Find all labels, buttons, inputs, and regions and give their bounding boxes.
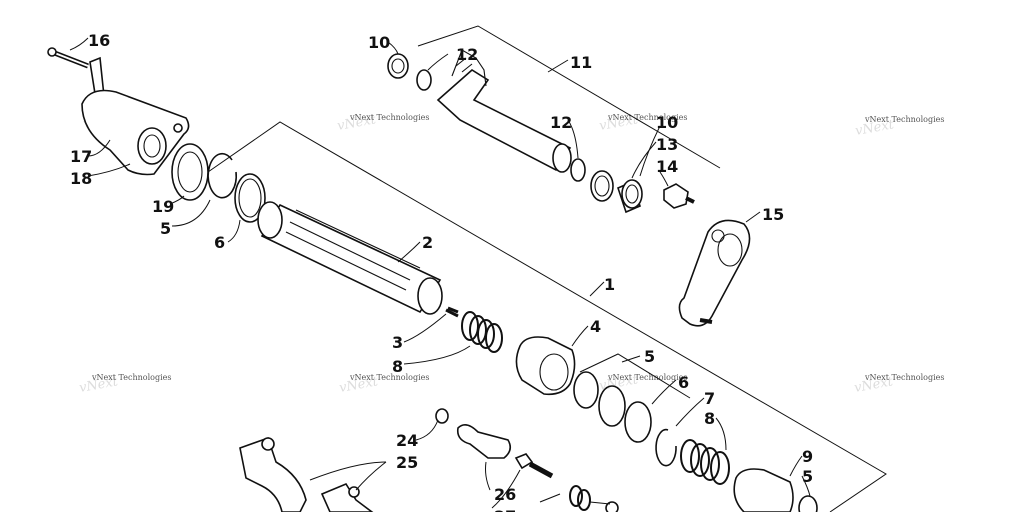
- callout-13: 13: [656, 135, 678, 154]
- callout-17: 17: [70, 147, 92, 166]
- callout-8-upper: 8: [392, 357, 403, 376]
- ring-6b: [598, 385, 626, 427]
- shift-fork-25b: [320, 483, 374, 512]
- callout-18: 18: [70, 169, 92, 188]
- stopper-arm-26: [456, 424, 512, 459]
- callout-9: 9: [802, 447, 813, 466]
- callout-5-left: 5: [160, 219, 171, 238]
- svg-text:vNext: vNext: [598, 112, 640, 134]
- pin-3: [447, 306, 459, 314]
- callout-6-mid: 6: [678, 373, 689, 392]
- bolt-27: [514, 453, 554, 479]
- callout-2: 2: [422, 233, 433, 252]
- svg-text:vNext: vNext: [338, 374, 380, 396]
- bushing-13: [617, 179, 643, 214]
- callout-19: 19: [152, 197, 174, 216]
- watermark-7: vNext Technologies: [607, 373, 687, 382]
- watermark-1: vNext Technologies: [349, 113, 429, 122]
- watermark-2: vNext Technologies: [607, 113, 687, 122]
- callout-12-top: 12: [456, 45, 478, 64]
- svg-text:vNext: vNext: [854, 117, 896, 139]
- shift-arm-15: [678, 219, 751, 327]
- callout-11: 11: [570, 53, 592, 72]
- callout-15: 15: [762, 205, 784, 224]
- snap-ring-5b: [573, 371, 599, 409]
- snap-ring-5c: [798, 495, 818, 512]
- callout-7: 7: [704, 389, 715, 408]
- ring-6c: [624, 401, 652, 443]
- shift-fork-25a: [239, 436, 307, 512]
- washer-10-top: [387, 53, 409, 79]
- callout-labels: 16 10 12 11 17 18 19 5 6 12 10 13 14 15 …: [70, 31, 813, 512]
- bracket-17-18: [81, 56, 190, 176]
- bolt-14: [663, 183, 695, 209]
- spring-8b: [680, 439, 730, 485]
- assembly-11-frame: [417, 25, 721, 169]
- watermark-6: vNext Technologies: [349, 373, 429, 382]
- bolt-16: [47, 47, 89, 69]
- clip-12-mid: [570, 158, 586, 182]
- snap-ring-5: [207, 152, 237, 199]
- svg-text:vNext: vNext: [598, 372, 640, 394]
- washer-24: [435, 408, 449, 424]
- watermark-3: vNext Technologies: [864, 115, 944, 124]
- svg-text:vNext: vNext: [336, 112, 378, 134]
- assembly-1-frame: [207, 121, 887, 512]
- callout-4: 4: [590, 317, 601, 336]
- collar-9: [733, 468, 794, 512]
- callout-10-top: 10: [368, 33, 390, 52]
- washer-10-mid: [590, 170, 614, 202]
- spring-27: [539, 485, 619, 512]
- shift-drum-2: [257, 201, 459, 318]
- callout-10-mid: 10: [656, 113, 678, 132]
- callout-25: 25: [396, 453, 418, 472]
- svg-text:vNext: vNext: [78, 374, 120, 396]
- callout-6-left: 6: [214, 233, 225, 252]
- callout-26: 26: [494, 485, 516, 504]
- shift-shaft-11: [436, 49, 572, 173]
- callout-14: 14: [656, 157, 678, 176]
- watermark-group: vNext vNext Technologies vNext vNext Tec…: [78, 110, 944, 396]
- clip-7: [655, 428, 677, 467]
- callout-27: 27: [494, 507, 516, 512]
- callout-5-right: 5: [802, 467, 813, 486]
- callout-16: 16: [88, 31, 110, 50]
- watermark-5: vNext Technologies: [91, 373, 171, 382]
- callout-3: 3: [392, 333, 403, 352]
- svg-text:vNext: vNext: [853, 374, 895, 396]
- collar-4: [515, 336, 576, 396]
- callout-24: 24: [396, 431, 418, 450]
- watermark-8: vNext Technologies: [864, 373, 944, 382]
- assembly-5-frame: [579, 353, 691, 399]
- callout-1: 1: [604, 275, 615, 294]
- leader-lines: [69, 37, 811, 509]
- clip-12-top: [416, 69, 432, 91]
- callout-12-mid: 12: [550, 113, 572, 132]
- spring-8: [461, 311, 503, 353]
- washer-6: [234, 173, 266, 223]
- callout-5-mid: 5: [644, 347, 655, 366]
- callout-8-lower: 8: [704, 409, 715, 428]
